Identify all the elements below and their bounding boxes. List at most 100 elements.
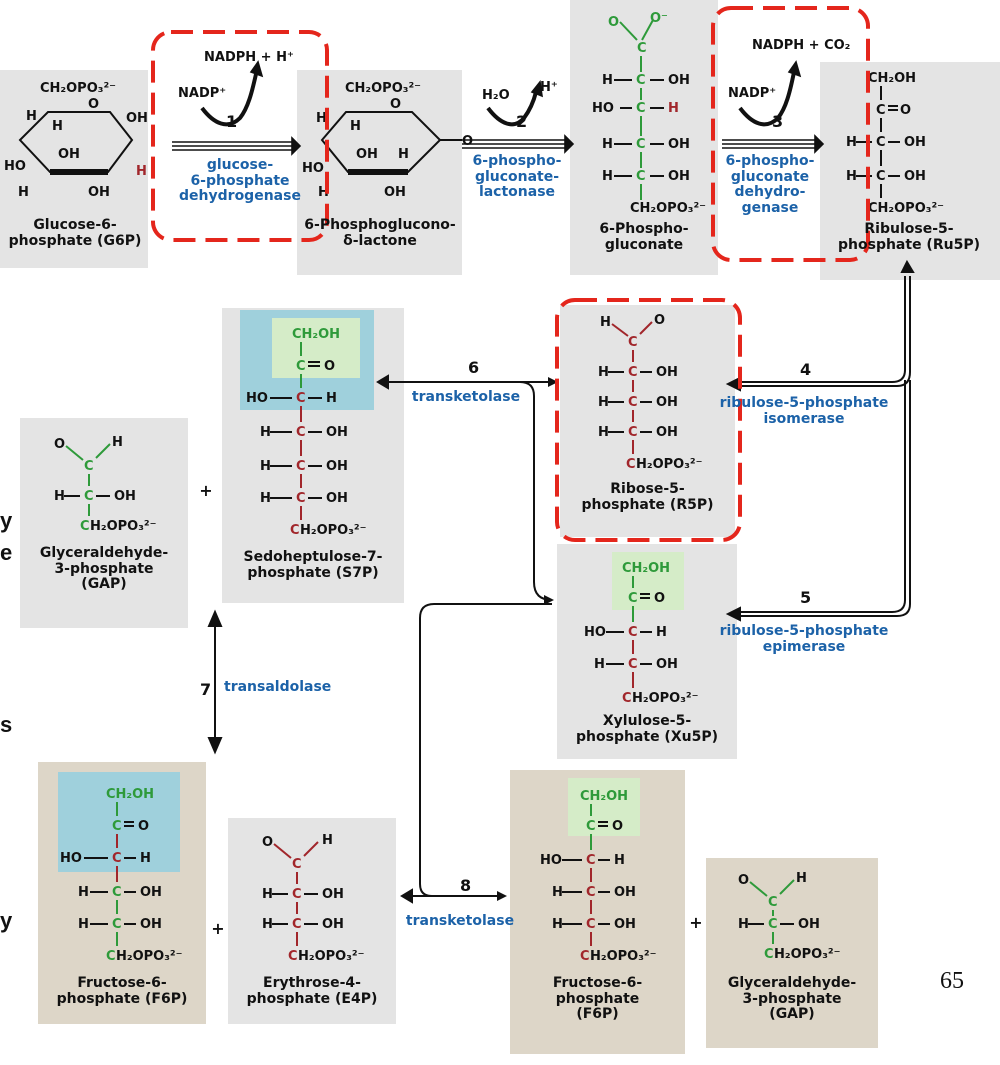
svg-text:OH: OH (88, 185, 110, 200)
edge-text-3: s (0, 712, 13, 737)
svg-text:H₂OPO₃²⁻: H₂OPO₃²⁻ (636, 457, 702, 472)
g6p-structure: CH₂OPO₃²⁻ O H H OH HO H OH OH H (4, 81, 148, 200)
enzyme-label-6: transketolase (411, 389, 521, 405)
step-number-4: 4 (800, 360, 812, 379)
svg-text:CH₂OH: CH₂OH (292, 327, 340, 342)
step-number-7: 7 (200, 680, 212, 699)
svg-text:C: C (296, 359, 306, 374)
f6p2-name: Fructose-6- phosphate (F6P) (552, 975, 643, 1023)
svg-text:OH: OH (326, 459, 348, 474)
svg-text:H₂OPO₃²⁻: H₂OPO₃²⁻ (632, 691, 698, 706)
svg-text:CH₂OH: CH₂OH (580, 789, 628, 804)
svg-text:OH: OH (114, 489, 136, 504)
svg-text:H: H (78, 917, 89, 932)
s7p-carbonyl-highlight (272, 318, 360, 378)
enzyme-label-8: transketolase (405, 913, 515, 929)
svg-text:C: C (84, 489, 94, 504)
svg-text:C: C (628, 625, 638, 640)
svg-text:H: H (398, 147, 409, 162)
svg-text:H: H (54, 489, 65, 504)
svg-text:C: C (112, 851, 122, 866)
cofactor-h-out-2: H⁺ (540, 80, 558, 95)
edge-text-2: e (0, 540, 13, 565)
svg-text:CH₂OPO₃²⁻: CH₂OPO₃²⁻ (630, 201, 706, 216)
svg-text:O: O (900, 103, 911, 118)
cofactor-h2o-in-2: H₂O (482, 88, 510, 103)
svg-text:H: H (846, 169, 857, 184)
svg-text:OH: OH (322, 887, 344, 902)
svg-text:C: C (580, 949, 590, 964)
svg-text:C: C (112, 819, 122, 834)
step-number-2: 2 (516, 112, 528, 131)
svg-text:O: O (612, 819, 623, 834)
svg-text:H: H (326, 391, 337, 406)
svg-text:C: C (876, 135, 886, 150)
svg-text:C: C (636, 137, 646, 152)
cofactor-nadph-out-3: NADPH + CO₂ (752, 38, 851, 53)
svg-text:OH: OH (904, 169, 926, 184)
svg-text:OH: OH (668, 73, 690, 88)
svg-text:C: C (637, 41, 647, 56)
svg-text:H: H (602, 169, 613, 184)
svg-text:H: H (318, 185, 329, 200)
svg-text:C: C (626, 457, 636, 472)
svg-text:CH₂OPO₃²⁻: CH₂OPO₃²⁻ (345, 81, 421, 96)
svg-text:C: C (768, 895, 778, 910)
svg-text:H: H (738, 917, 749, 932)
svg-text:H: H (260, 459, 271, 474)
r5p-box (560, 305, 735, 537)
svg-text:OH: OH (326, 425, 348, 440)
svg-text:CH₂OPO₃²⁻: CH₂OPO₃²⁻ (40, 81, 116, 96)
gap2-box (706, 858, 878, 1048)
svg-text:O: O (654, 313, 665, 328)
svg-text:H: H (262, 887, 273, 902)
svg-text:H: H (262, 917, 273, 932)
svg-text:H: H (52, 119, 63, 134)
svg-text:H: H (668, 101, 679, 116)
svg-text:H: H (350, 119, 361, 134)
ru5p-box (820, 62, 1000, 280)
svg-text:H: H (316, 111, 327, 126)
svg-text:C: C (112, 917, 122, 932)
svg-text:H: H (552, 917, 563, 932)
e4p-box (228, 818, 396, 1024)
svg-text:H₂OPO₃²⁻: H₂OPO₃²⁻ (590, 949, 656, 964)
svg-text:C: C (876, 169, 886, 184)
svg-text:C: C (586, 853, 596, 868)
svg-text:OH: OH (140, 917, 162, 932)
svg-text:OH: OH (322, 917, 344, 932)
svg-text:OH: OH (656, 395, 678, 410)
svg-text:C: C (586, 917, 596, 932)
pg6-box (570, 0, 718, 275)
svg-text:H₂OPO₃²⁻: H₂OPO₃²⁻ (298, 949, 364, 964)
svg-text:C: C (628, 425, 638, 440)
svg-text:H: H (140, 851, 151, 866)
svg-text:CH₂OH: CH₂OH (868, 71, 916, 86)
svg-text:HO: HO (246, 391, 268, 406)
pg6-name: 6-Phospho- gluconate (599, 221, 689, 253)
svg-text:OH: OH (384, 185, 406, 200)
svg-text:O: O (324, 359, 335, 374)
g6p-name: Glucose-6- phosphate (G6P) (8, 217, 142, 249)
svg-text:C: C (296, 459, 306, 474)
gap1-name: Glyceraldehyde- 3-phosphate (GAP) (39, 545, 169, 593)
top-reaction-arrows (172, 60, 825, 156)
svg-text:C: C (112, 885, 122, 900)
svg-text:O: O (654, 591, 665, 606)
enzyme-label-7: transaldolase (224, 679, 332, 695)
gap1-box (20, 418, 188, 628)
step-number-6: 6 (468, 358, 480, 377)
svg-text:O: O (390, 97, 401, 112)
svg-text:H: H (78, 885, 89, 900)
svg-text:C: C (636, 73, 646, 88)
svg-text:OH: OH (668, 137, 690, 152)
svg-text:H: H (602, 73, 613, 88)
svg-text:H: H (18, 185, 29, 200)
svg-text:C: C (296, 491, 306, 506)
